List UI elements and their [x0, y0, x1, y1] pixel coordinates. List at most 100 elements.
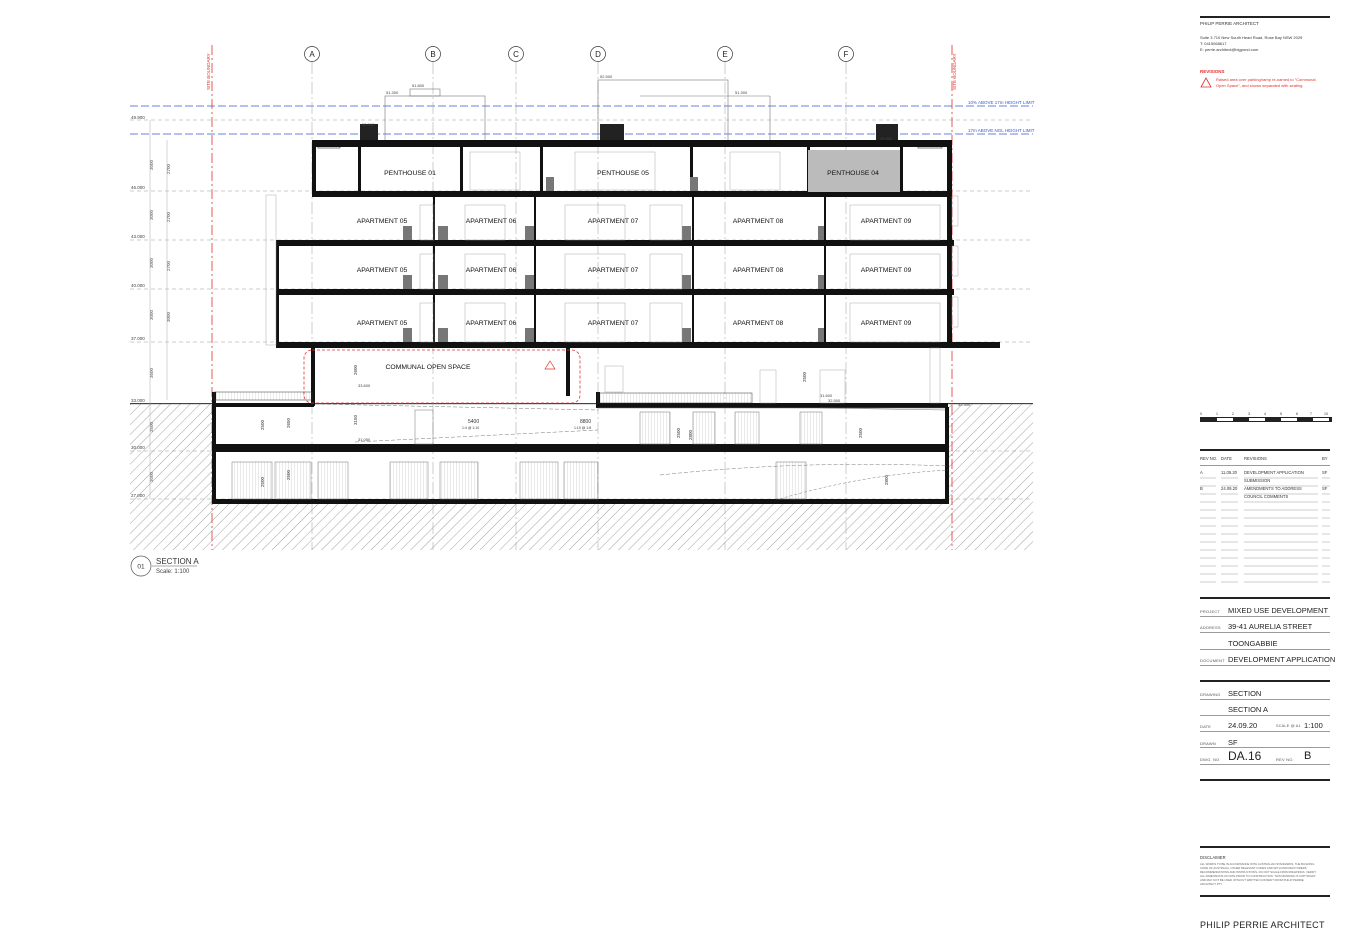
right-boundary-label: SITE BOUNDARY: [952, 53, 957, 90]
rev-table-row: COUNCIL COMMENTS: [1244, 494, 1289, 499]
scale-bar-label: 6: [1296, 412, 1298, 416]
floor-dimensions: 3000 3000 3000 3000 3600 3500 3000 2700 …: [149, 120, 171, 499]
svg-text:51.300: 51.300: [735, 90, 748, 95]
svg-text:32.500: 32.500: [828, 398, 841, 403]
drawn-value: SF: [1228, 738, 1238, 747]
roof-structures: [317, 79, 943, 149]
svg-text:2500: 2500: [858, 427, 863, 438]
svg-text:2600: 2600: [353, 364, 358, 375]
level-label: 27.000: [131, 493, 145, 498]
floor-dim: 3600: [149, 367, 154, 378]
revision-cloud: [213, 349, 753, 404]
scale-bar-label: 1: [1216, 412, 1218, 416]
contact-phone: T: 0415068617: [1200, 41, 1227, 46]
disclaimer-heading: DISCLAIMER: [1200, 855, 1226, 860]
drawing-value-1: SECTION: [1228, 689, 1262, 698]
floor-dim: 3000: [149, 209, 154, 220]
svg-text:32.300: 32.300: [958, 402, 971, 407]
ceiling-dim: 2700: [166, 211, 171, 222]
room-apt: APARTMENT 08: [733, 267, 784, 274]
svg-text:2500: 2500: [260, 419, 265, 430]
section-tag: 01 SECTION A Scale: 1:100: [130, 555, 199, 577]
level-label: 40.000: [131, 283, 145, 288]
svg-text:51.800: 51.800: [412, 83, 425, 88]
scale-label: SCALE @ A1: [1276, 724, 1301, 728]
height-limit-lines: 10% ABOVE 17m HEIGHT LIMIT 17m ABOVE NGL…: [130, 100, 1035, 135]
rev-table-row: SUBMISSION: [1244, 478, 1271, 483]
disclaimer-line: CODE OF AUSTRALIA, OTHER RELEVANT CODES …: [1200, 866, 1307, 870]
address-line-2: TOONGABBIE: [1228, 639, 1278, 648]
date-label: DATE: [1200, 724, 1212, 729]
grid-bubble-f: F: [844, 50, 849, 59]
dwg-no-value: DA.16: [1228, 749, 1262, 763]
rev-table-lines: [1200, 477, 1330, 583]
svg-text:2650: 2650: [286, 417, 291, 428]
floor-dim: 3000: [149, 159, 154, 170]
room-apt: APARTMENT 05: [357, 320, 408, 327]
revision-triangle-icon: [1200, 77, 1212, 88]
project-value: MIXED USE DEVELOPMENT: [1228, 606, 1329, 615]
room-communal-open-space: COMMUNAL OPEN SPACE: [386, 364, 471, 371]
floor-dim: 3000: [149, 471, 154, 482]
room-apt: APARTMENT 07: [588, 218, 639, 225]
room-apt: APARTMENT 08: [733, 320, 784, 327]
shaft-blocks: [403, 150, 900, 342]
room-apt: APARTMENT 07: [588, 267, 639, 274]
svg-text:49.900: 49.900: [880, 136, 893, 141]
rev-no-label: REV NO.: [1276, 757, 1294, 762]
room-penthouse-01: PENTHOUSE 01: [384, 170, 436, 177]
svg-text:1:10 @ 1:8: 1:10 @ 1:8: [574, 426, 591, 430]
revisions-heading: REVISIONS: [1200, 69, 1225, 74]
grid-bubble-c: C: [513, 50, 519, 59]
level-labels: 49.900 46.000 43.000 40.000 37.000 33.00…: [131, 115, 145, 498]
scale-bar: [1200, 417, 1332, 422]
svg-text:2500: 2500: [802, 371, 807, 382]
address-line-1: 39-41 AURELIA STREET: [1228, 622, 1313, 631]
rev-table-header: REV NO. DATE REVISIONS BY: [1200, 456, 1328, 461]
section-tag-scale: Scale: 1:100: [156, 569, 190, 575]
room-apt: APARTMENT 05: [357, 218, 408, 225]
disclaimer-line: ALL DIMENSIONS ON SITE PRIOR TO CONSTRUC…: [1200, 874, 1316, 878]
level-label: 43.000: [131, 234, 145, 239]
svg-text:5400: 5400: [468, 419, 479, 425]
svg-text:2800: 2800: [884, 474, 889, 485]
level-label: 30.000: [131, 445, 145, 450]
revision-note-line-2: Open Space", and shown separated with se…: [1216, 83, 1304, 88]
basement-details: [231, 403, 949, 500]
left-boundary-label: SITE BOUNDARY: [206, 53, 211, 90]
svg-text:31.600: 31.600: [820, 393, 833, 398]
room-apt: APARTMENT 06: [466, 218, 517, 225]
disclaimer-line: ARCHITECT PTY.: [1200, 882, 1223, 886]
level-label: 49.900: [131, 115, 145, 120]
room-apt: APARTMENT 08: [733, 218, 784, 225]
drawing-label: DRAWING: [1200, 692, 1221, 697]
contact-address: Suite 3 710 New South Head Road, Rose Ba…: [1200, 35, 1303, 40]
room-apt: APARTMENT 09: [861, 218, 912, 225]
svg-text:33.600: 33.600: [358, 383, 371, 388]
scale-bar-label: 2: [1232, 412, 1234, 416]
scale-value: 1:100: [1304, 721, 1323, 730]
document-label: DOCUMENT: [1200, 658, 1225, 663]
drawing-value-2: SECTION A: [1228, 705, 1269, 714]
section-tag-title: SECTION A: [156, 557, 199, 566]
revision-note-line-1: Raised area over parking/ramp re-named t…: [1216, 77, 1316, 82]
basement-dimensions: 5400 1:4 @ 1:10 8800 1:10 @ 1:8 2500 265…: [260, 364, 889, 487]
scale-bar-label: 10: [1324, 412, 1328, 416]
level-label: 33.000: [131, 398, 145, 403]
ceiling-dim: 3000: [166, 311, 171, 322]
project-label: PROJECT: [1200, 609, 1221, 614]
room-apt: APARTMENT 06: [466, 267, 517, 274]
scale-bar-label: 5: [1280, 412, 1282, 416]
svg-text:2500: 2500: [286, 469, 291, 480]
svg-text:3150: 3150: [353, 414, 358, 425]
ground-hatch: [130, 403, 1033, 550]
disclaimer-line: RECOMMENDATIONS AND INSTRUCTIONS. DO NOT…: [1200, 870, 1317, 874]
disclaimer-line: ALL WORKS TO BE IN ACCORDANCE WITH AUSTR…: [1200, 862, 1315, 866]
ceiling-dim: 2700: [166, 163, 171, 174]
disclaimer-line: AND MAY NOT BE USED WITHOUT WRITTEN CONS…: [1200, 878, 1304, 882]
room-apt: APARTMENT 09: [861, 320, 912, 327]
svg-text:50.500: 50.500: [362, 122, 375, 127]
room-apt: APARTMENT 06: [466, 320, 517, 327]
scale-bar-label: 4: [1264, 412, 1266, 416]
room-penthouse-04: PENTHOUSE 04: [827, 170, 879, 177]
